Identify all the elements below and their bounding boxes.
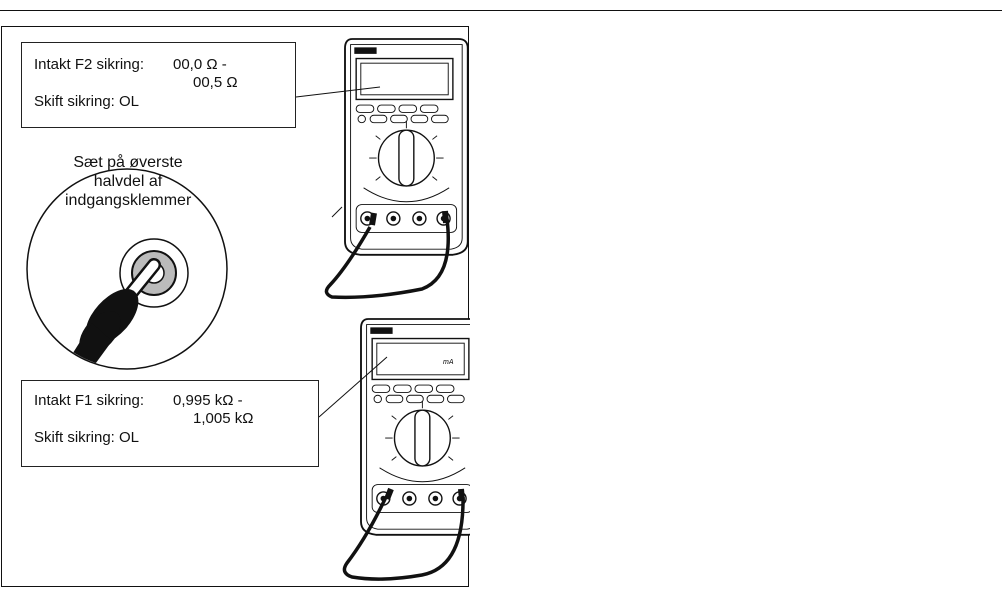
f1-fuse-label: Intakt F1 sikring: bbox=[34, 392, 145, 409]
f1-range-low: 0,995 kΩ - bbox=[173, 392, 243, 409]
f1-range-high: 1,005 kΩ bbox=[193, 410, 254, 427]
f2-replace-text: Skift sikring: OL bbox=[34, 93, 140, 110]
f2-range-low: 00,0 Ω - bbox=[173, 56, 227, 73]
test-lead-bottom bbox=[342, 496, 465, 581]
callout-f1-fuse: Intakt F1 sikring: 0,995 kΩ - 1,005 kΩ S… bbox=[21, 380, 319, 467]
f2-range-high: 00,5 Ω bbox=[193, 74, 238, 91]
multimeter-top bbox=[344, 38, 469, 256]
callout-f2-fuse: Intakt F2 sikring: 00,0 Ω - 00,5 Ω Skift… bbox=[21, 42, 296, 128]
magnifier-instruction: Sæt på øverste halvdel af indgangsklemme… bbox=[65, 153, 191, 210]
header-rule bbox=[0, 0, 1002, 11]
fuse-test-figure: mA Intakt F2 bbox=[1, 26, 470, 587]
magnifier-line-1: Sæt på øverste bbox=[73, 154, 183, 171]
figure-drawing: mA bbox=[26, 38, 470, 581]
pointer-line-f2 bbox=[295, 86, 381, 98]
magnifier-line-2: halvdel af bbox=[93, 173, 163, 190]
f1-replace-text: Skift sikring: OL bbox=[34, 429, 140, 446]
test-lead-top bbox=[324, 218, 450, 300]
f2-fuse-label: Intakt F2 sikring: bbox=[34, 56, 145, 73]
magnifier-line-3: indgangsklemmer bbox=[65, 192, 192, 209]
magnifier-circle bbox=[26, 168, 228, 370]
multimeter-bottom bbox=[360, 318, 470, 536]
pointer-line-f1 bbox=[318, 356, 388, 418]
display-unit-text: mA bbox=[443, 359, 454, 366]
